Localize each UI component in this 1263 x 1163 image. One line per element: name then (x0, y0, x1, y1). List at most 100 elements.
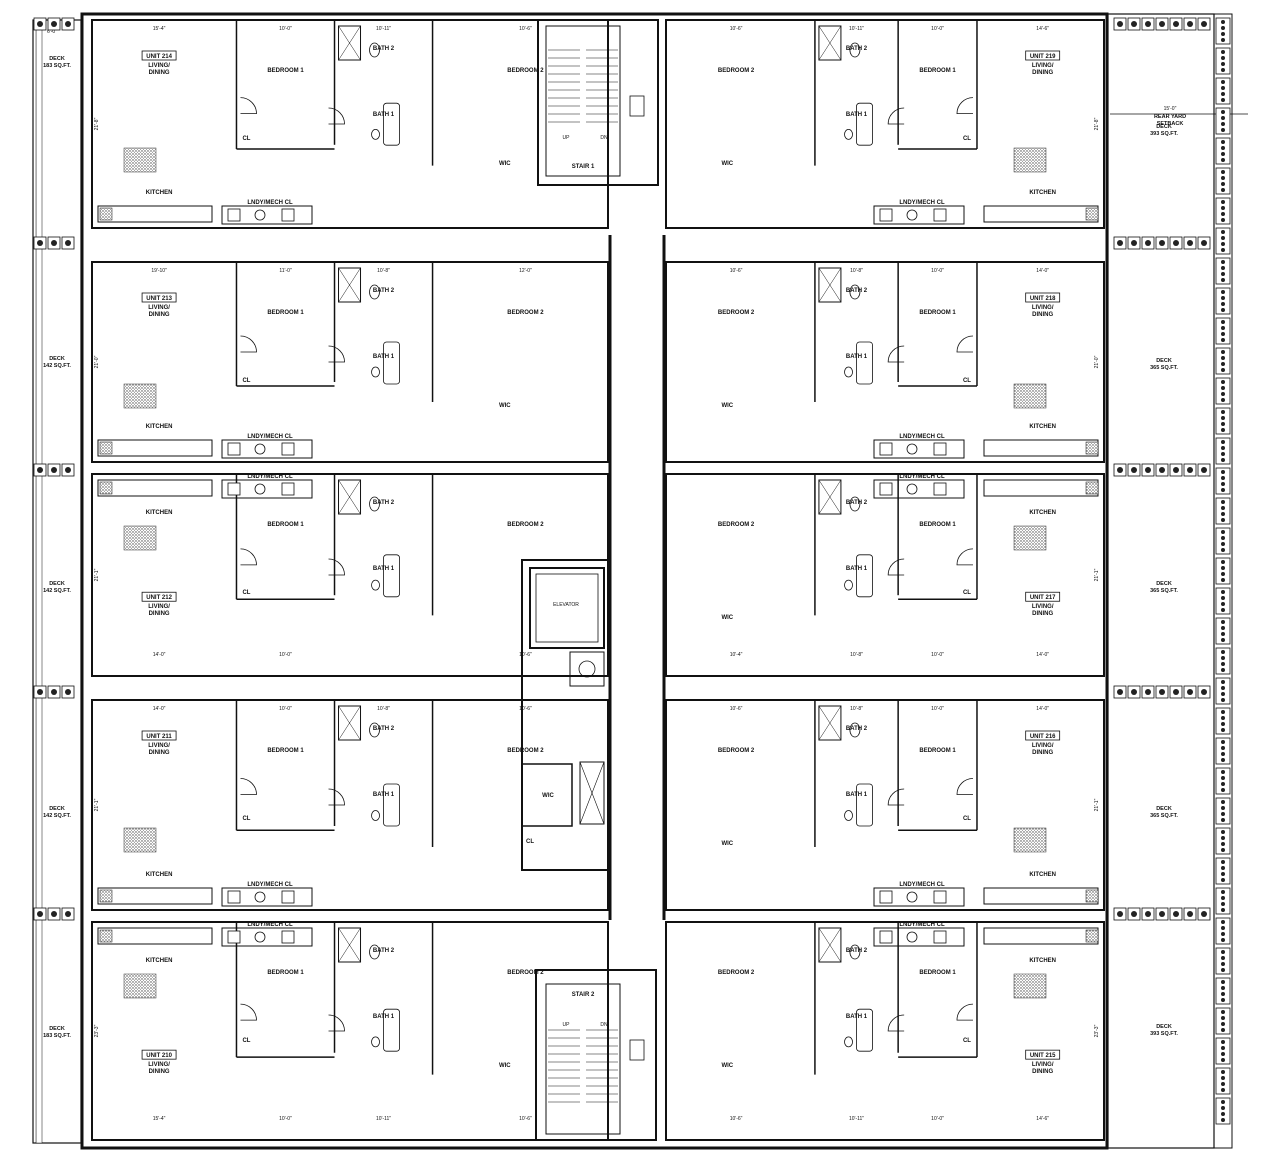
room-dining-label: DINING (149, 70, 170, 76)
room-kitchen-label: KITCHEN (146, 424, 173, 430)
room-laundry-label: LNDY/MECH CL (247, 882, 293, 888)
room-laundry-label: LNDY/MECH CL (247, 200, 293, 206)
closet-label: CL (242, 590, 250, 596)
room-kitchen-label: KITCHEN (1029, 958, 1056, 964)
room-bedroom-2-label: BEDROOM 2 (718, 748, 755, 754)
room-wic-label: WIC (499, 161, 511, 167)
deck-name: DECK (49, 1026, 65, 1032)
dim-bedroom-2: 10'-6" (730, 1116, 743, 1122)
unit-label: UNIT 214 (146, 54, 172, 60)
room-kitchen-label: KITCHEN (146, 958, 173, 964)
room-wic-label: WIC (721, 403, 733, 409)
deck-area: 365 SQ.FT. (1150, 365, 1178, 371)
dim-bedroom-2: 10'-6" (730, 706, 743, 712)
dim-living: 14'-0" (153, 652, 166, 658)
dim-bath-2: 10'-8" (850, 652, 863, 658)
deck-area: 365 SQ.FT. (1150, 813, 1178, 819)
unit-label: UNIT 213 (146, 296, 172, 302)
room-wic-label: WIC (721, 161, 733, 167)
deck-area: 142 SQ.FT. (43, 363, 71, 369)
room-bath-2-label: BATH 2 (846, 288, 868, 294)
unit-label: UNIT 210 (146, 1053, 172, 1059)
dim-bedroom-2: 12'-0" (519, 268, 532, 274)
room-dining-label: DINING (1032, 750, 1053, 756)
room-dining-label: DINING (1032, 611, 1053, 617)
left-deck-dim: 6'-0" (47, 29, 57, 35)
closet-label: CL (242, 378, 250, 384)
core-cl-label: CL (526, 839, 534, 845)
room-living-label: LIVING/ (1032, 63, 1054, 69)
elevator-core: ELEVATOR WIC CL (521, 559, 611, 871)
stair-1-label: STAIR 1 (572, 164, 595, 170)
room-bath-1-label: BATH 1 (846, 792, 868, 798)
stair-2-dn: DN (600, 1022, 608, 1028)
closet-label: CL (242, 1038, 250, 1044)
room-kitchen-label: KITCHEN (1029, 872, 1056, 878)
dim-bath-2: 10'-11" (849, 26, 864, 32)
dim-bedroom-1: 10'-0" (279, 706, 292, 712)
room-bedroom-1-label: BEDROOM 1 (267, 68, 304, 74)
room-bedroom-2-label: BEDROOM 2 (507, 970, 544, 976)
room-bath-1-label: BATH 1 (846, 566, 868, 572)
dim-unit-depth: 21'-1" (94, 798, 100, 811)
room-bath-1-label: BATH 1 (373, 566, 395, 572)
room-bedroom-1-label: BEDROOM 1 (919, 68, 956, 74)
dim-bedroom-1: 10'-0" (931, 268, 944, 274)
room-bath-1-label: BATH 1 (846, 112, 868, 118)
room-laundry-label: LNDY/MECH CL (247, 474, 293, 480)
dim-bedroom-2: 10'-6" (519, 706, 532, 712)
stair-1-dn: DN (600, 135, 608, 141)
room-kitchen-label: KITCHEN (1029, 510, 1056, 516)
room-bath-2-label: BATH 2 (373, 288, 395, 294)
room-kitchen-label: KITCHEN (146, 510, 173, 516)
closet-label: CL (963, 590, 971, 596)
elevator-label: ELEVATOR (553, 602, 579, 608)
dim-living: 14'-0" (153, 706, 166, 712)
dim-unit-depth: 21'-1" (1094, 798, 1100, 811)
room-living-label: LIVING/ (1032, 604, 1054, 610)
dim-unit-depth: 23'-3" (94, 1024, 100, 1037)
rear-setback-label-1: REAR YARD (1154, 114, 1186, 120)
room-bedroom-1-label: BEDROOM 1 (267, 522, 304, 528)
deck-name: DECK (49, 806, 65, 812)
deck-area: 393 SQ.FT. (1150, 1031, 1178, 1037)
rear-setback-label-2: SETBACK (1157, 121, 1184, 127)
room-laundry-label: LNDY/MECH CL (899, 200, 945, 206)
deck-area: 183 SQ.FT. (43, 63, 71, 69)
room-bedroom-2-label: BEDROOM 2 (718, 970, 755, 976)
room-kitchen-label: KITCHEN (146, 190, 173, 196)
dim-bedroom-1: 10'-0" (279, 652, 292, 658)
dim-bath-2: 10'-11" (849, 1116, 864, 1122)
room-living-label: LIVING/ (1032, 743, 1054, 749)
deck-name: DECK (1156, 1024, 1172, 1030)
unit-label: UNIT 216 (1030, 734, 1056, 740)
closet-label: CL (963, 1038, 971, 1044)
room-bath-2-label: BATH 2 (846, 46, 868, 52)
room-laundry-label: LNDY/MECH CL (247, 922, 293, 928)
dim-unit-depth: 21'-8" (94, 117, 100, 130)
room-bedroom-1-label: BEDROOM 1 (267, 748, 304, 754)
room-laundry-label: LNDY/MECH CL (899, 474, 945, 480)
room-bedroom-2-label: BEDROOM 2 (718, 522, 755, 528)
room-living-label: LIVING/ (1032, 305, 1054, 311)
dim-bedroom-2: 10'-6" (519, 1116, 532, 1122)
dim-bath-2: 10'-11" (376, 26, 391, 32)
dim-bedroom-1: 11'-0" (279, 268, 292, 274)
room-dining-label: DINING (1032, 312, 1053, 318)
rear-setback-dim: 15'-0" (1164, 106, 1177, 112)
closet-label: CL (963, 816, 971, 822)
room-dining-label: DINING (1032, 70, 1053, 76)
room-wic-label: WIC (499, 1063, 511, 1069)
dim-living: 14'-0" (1036, 706, 1049, 712)
dim-living: 15'-4" (153, 1116, 166, 1122)
room-bath-2-label: BATH 2 (373, 500, 395, 506)
